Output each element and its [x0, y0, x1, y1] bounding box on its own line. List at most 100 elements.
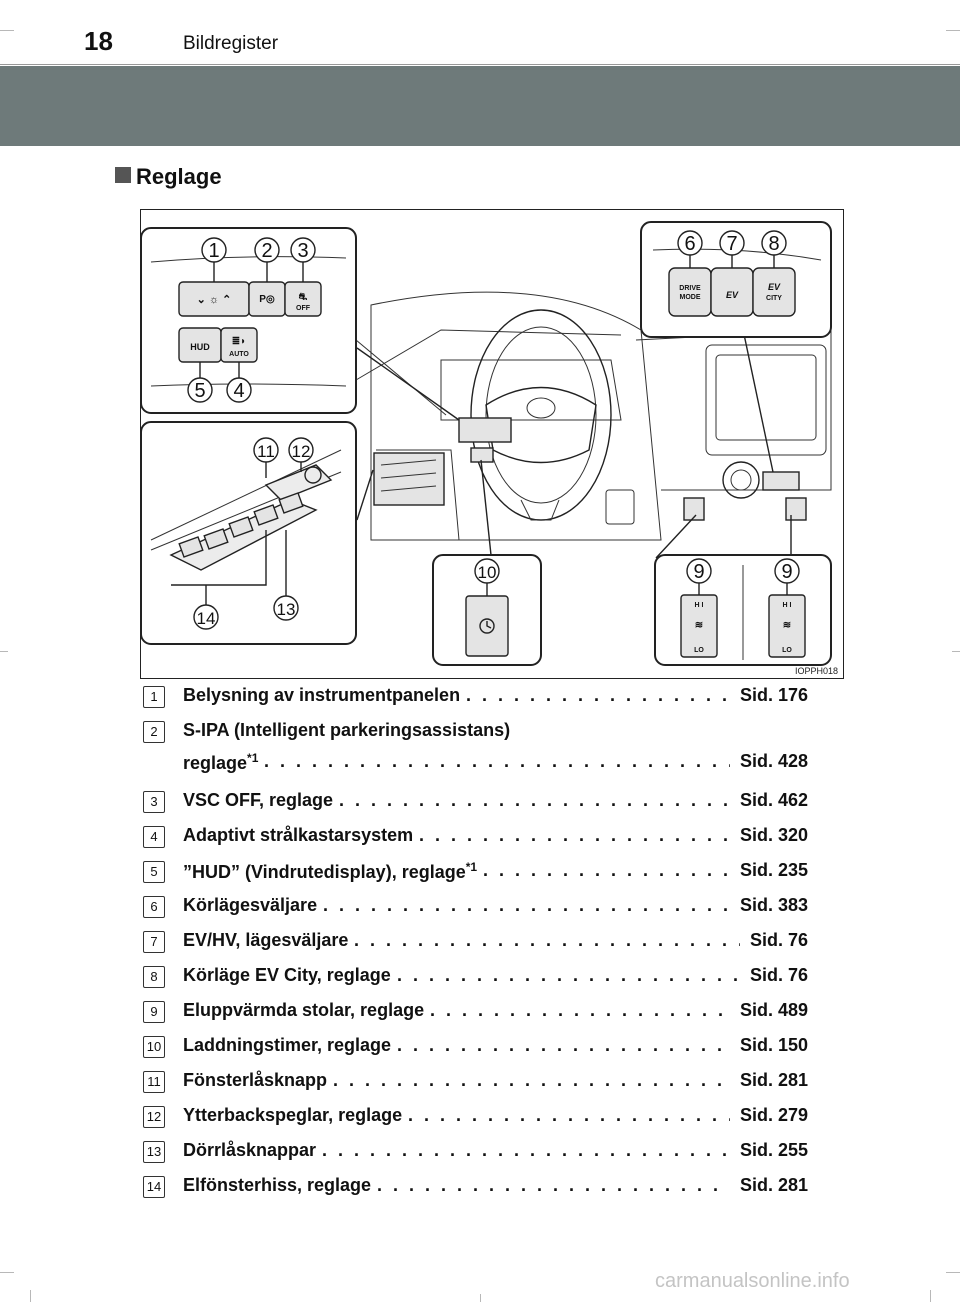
- callout-6-label: 6: [684, 233, 695, 255]
- leader-dots: . . . . . . . . . . . . . . . . . . . . …: [354, 930, 740, 950]
- svg-text:≋: ≋: [695, 620, 703, 631]
- legend-label-text: Körläge EV City, reglage: [183, 965, 391, 985]
- legend-page-ref: Sid. 279: [739, 1105, 808, 1125]
- legend-label-text: Adaptivt strålkastarsystem: [183, 825, 414, 845]
- callout-5: [187, 377, 213, 403]
- legend-label: Laddningstimer, reglage: [183, 1035, 391, 1056]
- callout-7-label: 7: [726, 233, 737, 255]
- legend-label: Ytterbackspeglar, reglage: [183, 1105, 402, 1126]
- callout-9-left: [686, 558, 712, 584]
- legend-number-badge: 13: [143, 1141, 165, 1163]
- callout-10-label: 10: [478, 563, 497, 582]
- drive-mode-button: [668, 267, 712, 317]
- crop-mark: [0, 651, 8, 652]
- legend-page-ref: Sid. 320: [739, 825, 808, 845]
- page-number: 18: [84, 26, 113, 56]
- hud-label: HUD: [190, 342, 210, 352]
- legend-label: Elfönsterhiss, reglage: [183, 1175, 371, 1196]
- inset-dash-switches: ⌄ ☼ ⌃ P◎ OFF ⛐ HUD ≣◗ AUTO 1 2 3 4 5: [141, 227, 357, 414]
- legend-label-text: Belysning av instrumentpanelen: [183, 685, 461, 705]
- legend-label: Körlägesväljare: [183, 895, 317, 916]
- crop-mark: [0, 30, 14, 31]
- callout-9-left-label: 9: [693, 561, 704, 583]
- ev-city-ev-label: EV: [768, 282, 781, 292]
- legend-label-text: Elfönsterhiss, reglage: [183, 1175, 372, 1195]
- legend-page-ref: Sid. 235: [739, 860, 808, 880]
- crop-mark: [480, 1294, 481, 1302]
- legend-label-text: reglage: [183, 753, 248, 773]
- legend-label: Eluppvärmda stolar, reglage: [183, 1000, 424, 1021]
- inset-charging-timer: 10: [432, 554, 542, 666]
- callout-11: [253, 437, 279, 463]
- legend-label-text: ”HUD” (Vindrutedisplay), reglage: [183, 862, 466, 882]
- ev-label: EV: [726, 290, 739, 300]
- legend-number-badge: 8: [143, 966, 165, 988]
- city-label: CITY: [766, 295, 782, 302]
- crop-mark: [0, 1272, 14, 1273]
- callout-13: [273, 595, 299, 621]
- crop-mark: [30, 1290, 31, 1302]
- callout-4: [226, 377, 252, 403]
- legend-label: Fönsterlåsknapp: [183, 1070, 327, 1091]
- callout-3-label: 3: [297, 240, 308, 262]
- legend-number-badge: 1: [143, 686, 165, 708]
- leader-dots: . . . . . . . . . . . . . . . . . . . . …: [397, 965, 740, 985]
- ev-city-button: [752, 267, 796, 317]
- crop-mark: [952, 651, 960, 652]
- section-square-icon: [115, 167, 131, 183]
- callout-6: [677, 230, 703, 256]
- legend-page-ref: Sid. 255: [739, 1140, 808, 1160]
- leader-dots: . . . . . . . . . . . . . . . . . . . . …: [264, 751, 730, 771]
- callout-4-label: 4: [233, 380, 244, 402]
- leader-dots: . . . . . . . . . . . . . . . . . . . . …: [419, 825, 730, 845]
- legend-number-badge: 10: [143, 1036, 165, 1058]
- inset-drive-mode: DRIVE MODE EV EV CITY 6 7 8: [640, 221, 832, 338]
- left-lo-label: LO: [694, 647, 704, 654]
- figure-code: IOPPH018: [795, 666, 838, 676]
- legend-number-badge: 2: [143, 721, 165, 743]
- legend-page-ref: Sid. 428: [739, 751, 808, 771]
- footnote-marker: *1: [465, 860, 478, 874]
- legend-number-badge: 5: [143, 861, 165, 883]
- legend-label: Adaptivt strålkastarsystem: [183, 825, 413, 846]
- leader-dots: . . . . . . . . . . . . . . . . . . . . …: [339, 790, 730, 810]
- legend-label: EV/HV, lägesväljare: [183, 930, 348, 951]
- svg-text:≣◗: ≣◗: [232, 336, 246, 347]
- mode-label: MODE: [680, 294, 701, 301]
- legend-label-text: Laddningstimer, reglage: [183, 1035, 392, 1055]
- drive-label: DRIVE: [679, 285, 701, 292]
- footnote-marker: *1: [247, 751, 259, 765]
- crop-mark: [946, 30, 960, 31]
- legend-page-ref: Sid. 489: [739, 1000, 808, 1020]
- callout-9-right-label: 9: [781, 561, 792, 583]
- legend-label: Belysning av instrumentpanelen: [183, 685, 460, 706]
- callout-7: [719, 230, 745, 256]
- legend-label-text: EV/HV, lägesväljare: [183, 930, 349, 950]
- callout-9-right: [774, 558, 800, 584]
- callout-1-label: 1: [208, 240, 219, 262]
- legend-number-badge: 3: [143, 791, 165, 813]
- legend-label-text: Körlägesväljare: [183, 895, 318, 915]
- inset-door-switches: 11 12 14 13: [141, 421, 357, 645]
- leader-dots: . . . . . . . . . . . . . . . . . . . . …: [430, 1000, 730, 1020]
- left-hi-label: H I: [695, 602, 704, 609]
- callout-14: [193, 604, 219, 630]
- legend-label: reglage*1: [183, 751, 258, 774]
- legend-page-ref: Sid. 281: [739, 1070, 808, 1090]
- legend-label-text: VSC OFF, reglage: [183, 790, 334, 810]
- callout-10: [474, 558, 500, 584]
- callout-3: [290, 237, 316, 263]
- leader-dots: . . . . . . . . . . . . . . . . . . . . …: [377, 1175, 730, 1195]
- legend-page-ref: Sid. 176: [739, 685, 808, 705]
- legend-label-text: Dörrlåsknappar: [183, 1140, 317, 1160]
